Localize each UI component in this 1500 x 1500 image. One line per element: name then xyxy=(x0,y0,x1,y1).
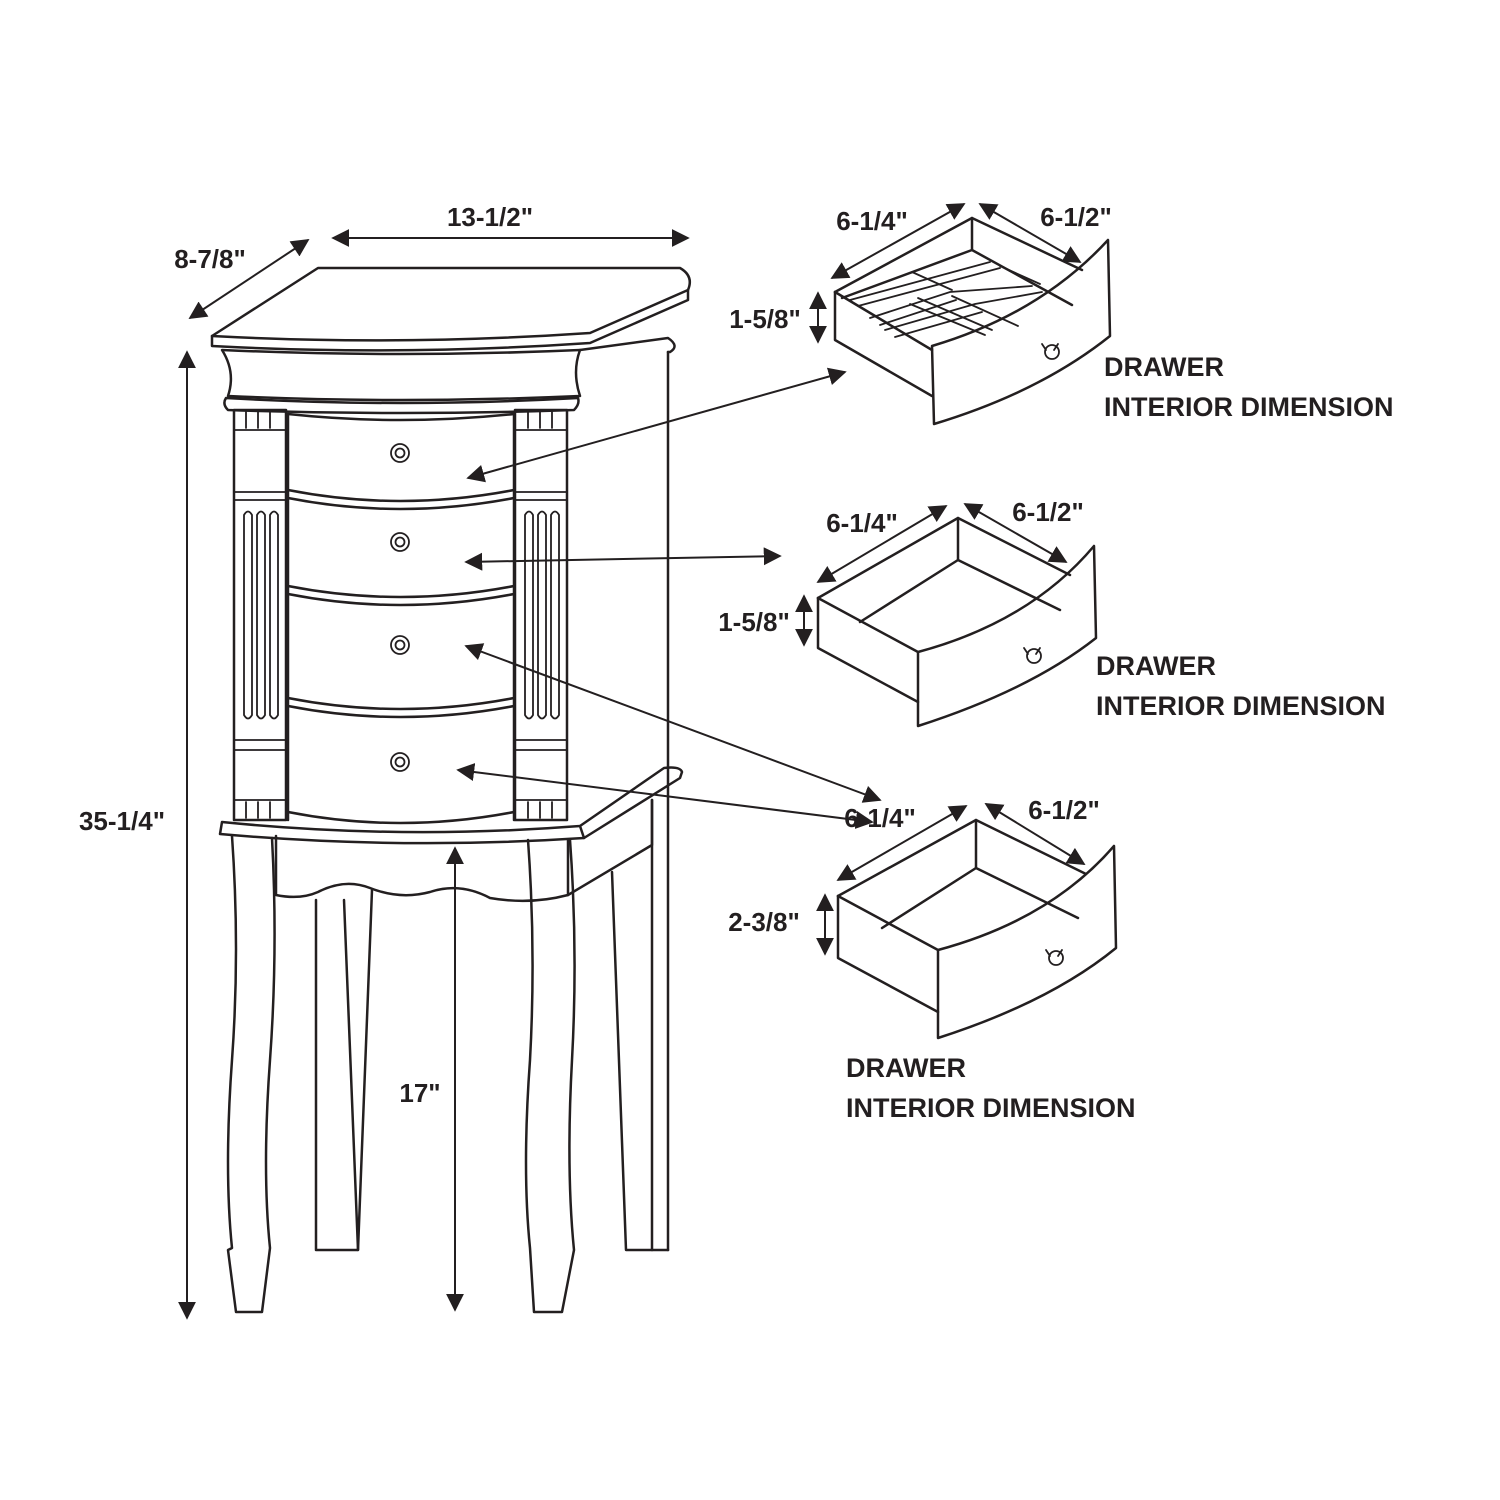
leg-front-left xyxy=(226,834,276,1314)
drawer-1-caption-line1: DRAWER xyxy=(1104,352,1224,382)
left-column xyxy=(232,408,288,822)
drawer-2-dimensions: 6-1/4" 6-1/2" 1-5/8" DRAWER INTERIOR DIM… xyxy=(718,497,1385,721)
cabinet-base xyxy=(218,766,684,845)
crown-moulding xyxy=(220,348,582,402)
drawer-knob-4 xyxy=(390,752,410,772)
drawer-1-height-label: 1-5/8" xyxy=(729,304,801,334)
drawer-1-caption-line2: INTERIOR DIMENSION xyxy=(1104,392,1394,422)
drawer-3-dimensions: 6-1/4" 6-1/2" 2-3/8" DRAWER INTERIOR DIM… xyxy=(728,795,1135,1123)
cabinet-depth-label: 8-7/8" xyxy=(174,244,246,274)
drawer-2-caption-line2: INTERIOR DIMENSION xyxy=(1096,691,1386,721)
drawer-2 xyxy=(816,516,1098,728)
cabinet-height-label: 35-1/4" xyxy=(79,806,165,836)
drawer-knob-3 xyxy=(390,635,410,655)
drawer-3-depth-label: 6-1/2" xyxy=(1028,795,1100,825)
drawer-knob-2 xyxy=(390,532,410,552)
leg-height-label: 17" xyxy=(399,1078,440,1108)
leg-back-left xyxy=(314,888,374,1252)
drawer-2-height-label: 1-5/8" xyxy=(718,607,790,637)
drawer-2-depth-label: 6-1/2" xyxy=(1012,497,1084,527)
drawer-1-depth-label: 6-1/2" xyxy=(1040,202,1112,232)
drawer-3-caption-line1: DRAWER xyxy=(846,1053,966,1083)
drawer-2-caption-line1: DRAWER xyxy=(1096,651,1216,681)
drawer-3 xyxy=(836,818,1118,1040)
leader-arrows xyxy=(456,367,882,829)
drawer-3-width-label: 6-1/4" xyxy=(844,803,916,833)
drawer-1-dimensions: 6-1/4" 6-1/2" 1-5/8" DRAWER INTERIOR DIM… xyxy=(729,202,1393,422)
drawer-3-caption-line2: INTERIOR DIMENSION xyxy=(846,1093,1136,1123)
drawer-3-height-label: 2-3/8" xyxy=(728,907,800,937)
cabinet-top xyxy=(210,266,691,342)
drawer-2-width-label: 6-1/4" xyxy=(826,508,898,538)
drawer-knob-1 xyxy=(390,443,410,463)
leg-front-right xyxy=(524,838,576,1314)
cabinet-dimensions: 13-1/2" 8-7/8" 35-1/4" 17" xyxy=(79,202,690,1320)
drawer-1-width-label: 6-1/4" xyxy=(836,206,908,236)
drawer-1 xyxy=(833,216,1112,426)
leg-back-right xyxy=(610,870,654,1252)
cabinet-width-label: 13-1/2" xyxy=(447,202,533,232)
right-column xyxy=(513,408,569,822)
